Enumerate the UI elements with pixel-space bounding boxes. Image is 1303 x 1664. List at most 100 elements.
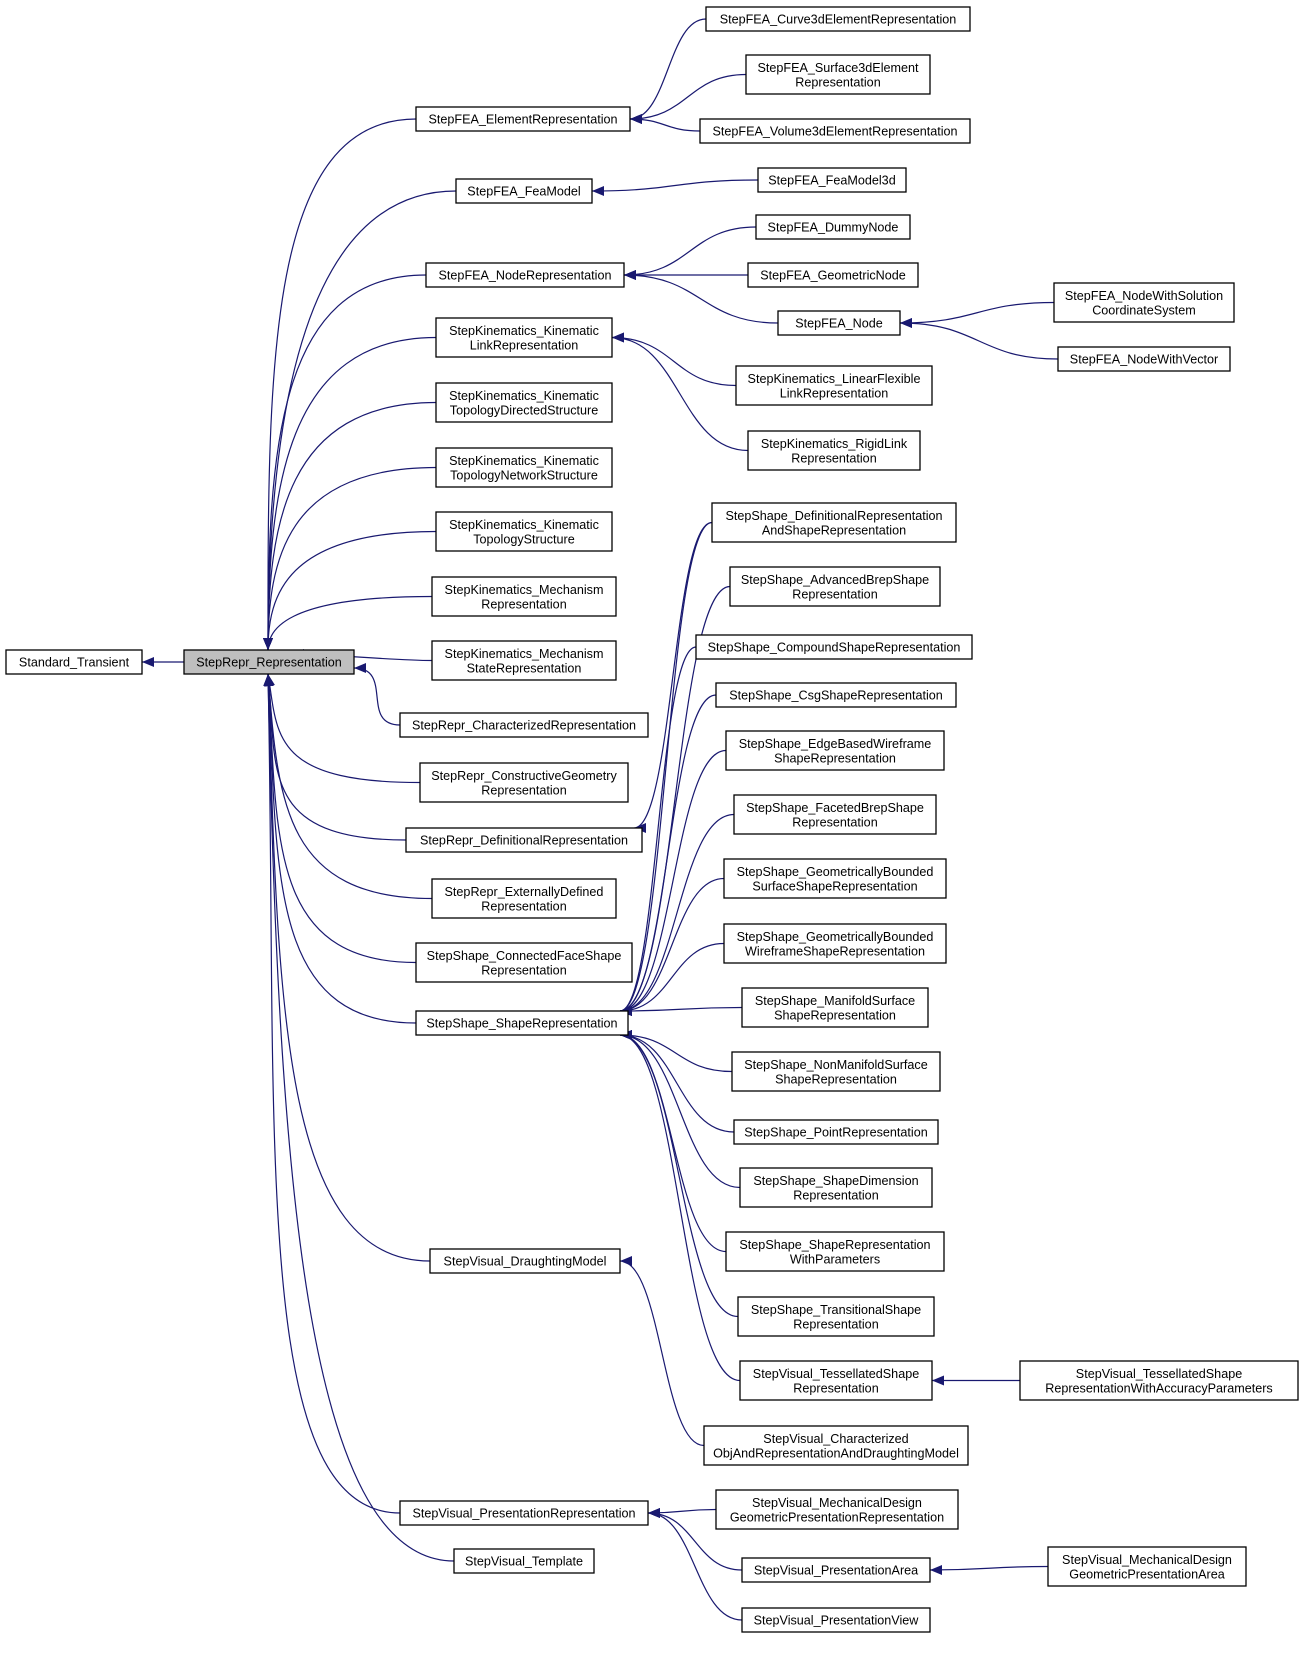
class-node-vis-cod[interactable]: StepVisual_CharacterizedObjAndRepresenta… — [703, 1425, 969, 1466]
inheritance-edge-fea-v3-to-fea-er — [629, 114, 701, 132]
class-name-line: StepVisual_PresentationView — [754, 1614, 920, 1628]
class-node-vis-pr[interactable]: StepVisual_PresentationRepresentation — [399, 1500, 649, 1526]
class-node-repr-def[interactable]: StepRepr_DefinitionalRepresentation — [405, 827, 643, 853]
class-node-fea-fm3[interactable]: StepFEA_FeaModel3d — [757, 167, 907, 193]
class-name-line: StepShape_DefinitionalRepresentation — [725, 509, 942, 523]
class-name-line: StepVisual_PresentationRepresentation — [412, 1507, 635, 1521]
class-node-vis-mdgpa[interactable]: StepVisual_MechanicalDesignGeometricPres… — [1047, 1546, 1247, 1587]
class-node-fea-gn[interactable]: StepFEA_GeometricNode — [747, 262, 919, 288]
class-box — [435, 317, 613, 358]
class-node-sh-adv[interactable]: StepShape_AdvancedBrepShapeRepresentatio… — [729, 566, 941, 607]
class-name-line: StepVisual_TessellatedShape — [753, 1367, 919, 1381]
class-name-line: AndShapeRepresentation — [762, 523, 906, 537]
class-box — [745, 54, 931, 95]
class-name-line: StepKinematics_Kinematic — [449, 324, 599, 338]
inheritance-edge-kin-lfl-to-kin-klr — [611, 332, 737, 387]
class-box — [711, 502, 957, 543]
inheritance-edge-repr-ext-to-rep — [263, 673, 433, 900]
class-name-line: Representation — [481, 783, 566, 797]
class-node-sh-srp[interactable]: StepShape_ShapeRepresentationWithParamet… — [725, 1231, 945, 1272]
class-name-line: StepFEA_NodeWithSolution — [1065, 289, 1223, 303]
class-box — [695, 634, 973, 660]
class-node-kin-tns[interactable]: StepKinematics_KinematicTopologyNetworkS… — [435, 447, 613, 488]
class-name-line: Representation — [791, 451, 876, 465]
class-node-sh-ms[interactable]: StepShape_ManifoldSurfaceShapeRepresenta… — [741, 987, 929, 1028]
class-node-fea-fm[interactable]: StepFEA_FeaModel — [455, 178, 593, 204]
class-node-vis-mdgpr[interactable]: StepVisual_MechanicalDesignGeometricPres… — [715, 1489, 959, 1530]
class-node-kin-ts[interactable]: StepKinematics_KinematicTopologyStructur… — [435, 511, 613, 552]
class-node-kin-tds[interactable]: StepKinematics_KinematicTopologyDirected… — [435, 382, 613, 423]
class-node-sh-gbs[interactable]: StepShape_GeometricallyBoundedSurfaceSha… — [723, 858, 947, 899]
class-box — [715, 1489, 959, 1530]
inheritance-edge-vis-mdgpr-to-vis-pr — [647, 1507, 717, 1518]
class-box — [399, 1500, 649, 1526]
inheritance-edge-sh-pr-to-sh-sr — [619, 1030, 735, 1133]
class-box — [747, 262, 919, 288]
class-box — [725, 1231, 945, 1272]
class-name-line: StepKinematics_Kinematic — [449, 518, 599, 532]
class-node-sh-cfs[interactable]: StepShape_ConnectedFaceShapeRepresentati… — [415, 942, 633, 983]
class-node-vis-tsr[interactable]: StepVisual_TessellatedShapeRepresentatio… — [739, 1360, 933, 1401]
class-node-sh-ebw[interactable]: StepShape_EdgeBasedWireframeShapeReprese… — [725, 730, 945, 771]
class-name-line: Representation — [793, 1381, 878, 1395]
class-node-fea-er[interactable]: StepFEA_ElementRepresentation — [415, 106, 631, 132]
class-node-sh-sr[interactable]: StepShape_ShapeRepresentation — [415, 1010, 629, 1036]
class-name-line: StepShape_EdgeBasedWireframe — [739, 737, 932, 751]
class-node-fea-nwv[interactable]: StepFEA_NodeWithVector — [1057, 346, 1231, 372]
class-name-line: StepRepr_Representation — [196, 656, 342, 670]
class-name-line: StepVisual_DraughtingModel — [444, 1255, 607, 1269]
inheritance-edge-sh-gbs-to-sh-sr — [619, 877, 725, 1016]
class-name-line: StepRepr_ExternallyDefined — [445, 885, 604, 899]
class-name-line: LinkRepresentation — [470, 338, 579, 352]
class-node-repr-char[interactable]: StepRepr_CharacterizedRepresentation — [399, 712, 649, 738]
class-node-repr-cg[interactable]: StepRepr_ConstructiveGeometryRepresentat… — [419, 762, 629, 803]
class-node-sh-gbw[interactable]: StepShape_GeometricallyBoundedWireframeS… — [723, 923, 947, 964]
class-node-sh-csg[interactable]: StepShape_CsgShapeRepresentation — [715, 682, 957, 708]
class-node-vis-dm[interactable]: StepVisual_DraughtingModel — [429, 1248, 621, 1274]
class-node-sh-comp[interactable]: StepShape_CompoundShapeRepresentation — [695, 634, 973, 660]
class-node-sh-nms[interactable]: StepShape_NonManifoldSurfaceShapeReprese… — [731, 1051, 941, 1092]
inheritance-edge-sh-ts-to-sh-sr — [619, 1030, 739, 1318]
class-node-vis-pa[interactable]: StepVisual_PresentationArea — [741, 1557, 931, 1583]
inheritance-edge-sh-nms-to-sh-sr — [619, 1030, 733, 1073]
class-name-line: StepShape_GeometricallyBounded — [737, 930, 934, 944]
class-node-fea-c3[interactable]: StepFEA_Curve3dElementRepresentation — [705, 6, 971, 32]
inheritance-edge-fea-dn-to-fea-nr — [623, 226, 757, 280]
class-node-vis-t[interactable]: StepVisual_Template — [453, 1548, 595, 1574]
class-box — [435, 447, 613, 488]
class-node-fea-v3[interactable]: StepFEA_Volume3dElementRepresentation — [699, 118, 971, 144]
class-name-line: CoordinateSystem — [1092, 303, 1196, 317]
nodes-layer: Standard_Transient StepRepr_Representatio… — [5, 6, 1299, 1633]
class-name-line: ShapeRepresentation — [774, 751, 896, 765]
class-node-fea-dn[interactable]: StepFEA_DummyNode — [755, 214, 911, 240]
class-node-sh-def[interactable]: StepShape_DefinitionalRepresentationAndS… — [711, 502, 957, 543]
class-node-rep[interactable]: StepRepr_Representation — [183, 649, 355, 675]
class-box — [741, 987, 929, 1028]
class-node-sh-ts[interactable]: StepShape_TransitionalShapeRepresentatio… — [737, 1296, 935, 1337]
class-box — [425, 262, 625, 288]
class-node-fea-n[interactable]: StepFEA_Node — [777, 310, 901, 336]
class-box — [777, 310, 901, 336]
inheritance-edge-fea-er-to-rep — [262, 118, 417, 651]
class-box — [703, 1425, 969, 1466]
class-node-kin-klr[interactable]: StepKinematics_KinematicLinkRepresentati… — [435, 317, 613, 358]
class-node-kin-lfl[interactable]: StepKinematics_LinearFlexibleLinkReprese… — [735, 365, 933, 406]
class-box — [723, 858, 947, 899]
class-node-vis-tsra[interactable]: StepVisual_TessellatedShapeRepresentatio… — [1019, 1360, 1299, 1401]
class-node-std[interactable]: Standard_Transient — [5, 649, 143, 675]
class-node-vis-pv[interactable]: StepVisual_PresentationView — [741, 1607, 931, 1633]
edges-layer — [142, 18, 1059, 1621]
class-node-sh-pr[interactable]: StepShape_PointRepresentation — [733, 1119, 939, 1145]
class-node-kin-msr[interactable]: StepKinematics_MechanismStateRepresentat… — [431, 640, 617, 681]
class-name-line: StepShape_PointRepresentation — [744, 1126, 927, 1140]
class-name-line: Representation — [792, 815, 877, 829]
class-node-fea-nr[interactable]: StepFEA_NodeRepresentation — [425, 262, 625, 288]
inheritance-edge-vis-cod-to-vis-dm — [619, 1256, 705, 1447]
